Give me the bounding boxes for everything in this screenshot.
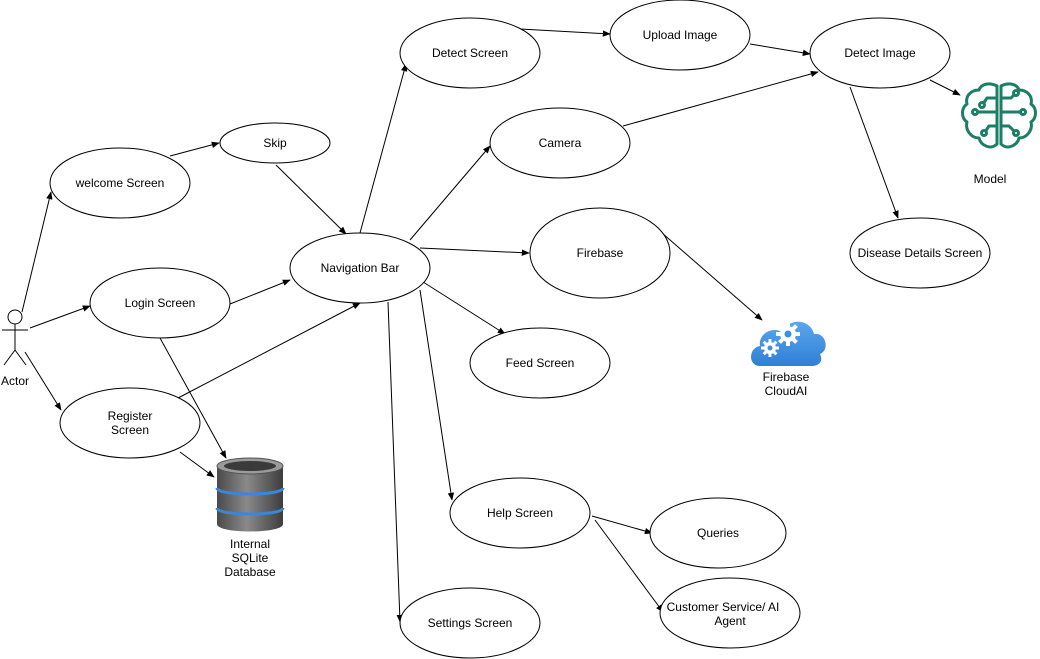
customer-service-node[interactable]: Customer Service/ AI Agent xyxy=(659,577,801,649)
login-screen-node[interactable]: Login Screen xyxy=(89,267,231,339)
camera-label: Camera xyxy=(539,136,582,150)
welcome-screen-label: welcome Screen xyxy=(75,176,165,190)
firebase-label: Firebase xyxy=(577,246,624,260)
disease-details-node[interactable]: Disease Details Screen xyxy=(849,217,991,289)
help-screen-node[interactable]: Help Screen xyxy=(449,477,591,549)
edge-register-database xyxy=(179,451,215,478)
edge-navigation-help xyxy=(419,289,455,501)
detect-screen-node[interactable]: Detect Screen xyxy=(399,17,541,89)
database-label-2: SQLite xyxy=(232,551,269,565)
register-screen-node[interactable]: Register Screen xyxy=(59,387,201,459)
skip-label: Skip xyxy=(263,136,287,150)
detect-image-label: Detect Image xyxy=(844,46,916,60)
login-screen-label: Login Screen xyxy=(125,296,196,310)
edge-actor-welcome xyxy=(21,191,53,313)
navigation-bar-node[interactable]: Navigation Bar xyxy=(289,232,431,304)
firebase-cloud-label-2: CloudAI xyxy=(765,384,808,398)
edge-skip-navigation xyxy=(275,164,347,235)
edge-detectimage-model xyxy=(929,79,961,96)
register-screen-label-1: Register xyxy=(108,409,153,423)
edge-navigation-camera xyxy=(409,145,491,241)
customer-service-label-2: Agent xyxy=(714,614,746,628)
edges xyxy=(21,28,961,623)
welcome-screen-node[interactable]: welcome Screen xyxy=(49,147,191,219)
edge-upload-detectimage xyxy=(749,43,811,56)
edge-navigation-detect xyxy=(359,63,408,234)
edge-help-customer xyxy=(594,519,664,613)
firebase-cloud-label-1: Firebase xyxy=(763,370,810,384)
database-cylinder-icon xyxy=(215,457,285,532)
queries-node[interactable]: Queries xyxy=(649,497,787,569)
settings-screen-label: Settings Screen xyxy=(428,616,513,630)
upload-image-node[interactable]: Upload Image xyxy=(609,0,751,71)
customer-service-label-1: Customer Service/ AI xyxy=(667,600,780,614)
model-label: Model xyxy=(974,172,1007,186)
help-screen-label: Help Screen xyxy=(487,506,553,520)
feed-screen-node[interactable]: Feed Screen xyxy=(469,327,611,399)
edge-actor-login xyxy=(29,305,91,329)
skip-node[interactable]: Skip xyxy=(219,122,331,164)
edge-actor-register xyxy=(24,351,62,411)
actor-label: Actor xyxy=(1,374,29,388)
edge-camera-detectimage xyxy=(622,70,819,127)
edge-navigation-feed xyxy=(419,279,506,335)
edge-login-navigation xyxy=(229,279,291,305)
queries-label: Queries xyxy=(697,526,739,540)
database-label-3: Database xyxy=(224,565,276,579)
settings-screen-node[interactable]: Settings Screen xyxy=(399,587,541,659)
edge-register-navigation xyxy=(177,302,361,399)
database-label-1: Internal xyxy=(230,537,270,551)
detect-image-node[interactable]: Detect Image xyxy=(809,17,951,89)
brain-circuit-icon xyxy=(961,82,1037,149)
detect-screen-label: Detect Screen xyxy=(432,46,508,60)
upload-image-label: Upload Image xyxy=(643,28,718,42)
navigation-bar-label: Navigation Bar xyxy=(321,261,400,275)
edge-navigation-settings xyxy=(387,301,403,623)
disease-details-label: Disease Details Screen xyxy=(858,246,983,260)
edge-welcome-skip xyxy=(169,141,220,157)
feed-screen-label: Feed Screen xyxy=(506,356,575,370)
edge-navigation-firebase xyxy=(419,247,530,256)
edge-firebase-cloud xyxy=(661,232,763,321)
edge-help-queries xyxy=(591,515,653,535)
edge-detect-upload xyxy=(519,28,611,37)
actor-figure xyxy=(2,309,28,366)
register-screen-label-2: Screen xyxy=(111,423,149,437)
edge-login-database xyxy=(159,337,227,459)
camera-node[interactable]: Camera xyxy=(489,107,631,179)
firebase-node[interactable]: Firebase xyxy=(529,207,671,299)
edge-detectimage-disease xyxy=(849,86,899,219)
cloud-gears-icon xyxy=(751,321,826,366)
